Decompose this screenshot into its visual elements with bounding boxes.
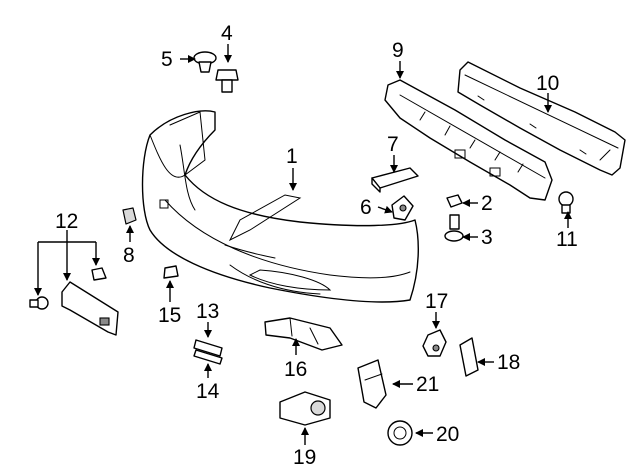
callout-11: 11 — [556, 228, 578, 251]
bolt-4-part[interactable] — [215, 69, 239, 93]
energy-absorber-part[interactable] — [384, 79, 553, 201]
bracket-6-part[interactable] — [391, 195, 414, 221]
callout-9: 9 — [392, 39, 404, 62]
clip-5-part[interactable] — [193, 51, 217, 73]
sensor-19-part[interactable] — [279, 391, 331, 426]
callout-7: 7 — [387, 133, 399, 156]
callout-2: 2 — [481, 192, 493, 215]
sensor-17-part[interactable] — [422, 329, 447, 357]
callout-labels: 1 2 3 4 5 6 7 8 9 10 11 12 13 14 15 16 1… — [55, 22, 578, 469]
callout-3: 3 — [481, 226, 493, 249]
callout-14: 14 — [196, 380, 220, 403]
bolt-11-part[interactable] — [558, 191, 574, 214]
callout-17: 17 — [425, 290, 448, 313]
callout-8: 8 — [123, 244, 135, 267]
callout-6: 6 — [360, 196, 372, 219]
bracket-16-part[interactable] — [264, 317, 343, 351]
callout-5: 5 — [161, 48, 173, 71]
clip-15-part[interactable] — [163, 265, 179, 279]
bumper-cover-part[interactable] — [141, 110, 419, 303]
callout-19: 19 — [293, 446, 316, 469]
callout-16: 16 — [284, 358, 307, 381]
clip-2-part[interactable] — [446, 194, 463, 208]
callout-15: 15 — [158, 304, 181, 327]
retainer-8-part[interactable] — [122, 207, 137, 225]
callout-20: 20 — [436, 423, 459, 446]
bolt-3-part[interactable] — [444, 214, 464, 242]
bracket-18-part[interactable] — [459, 337, 479, 377]
callout-10: 10 — [536, 72, 559, 95]
callout-13: 13 — [196, 300, 219, 323]
grommet-20-part[interactable] — [387, 420, 413, 446]
bracket-12-part[interactable] — [29, 267, 119, 336]
bracket-21-part[interactable] — [357, 359, 387, 409]
callout-21: 21 — [416, 373, 439, 396]
callout-12: 12 — [55, 210, 78, 233]
callout-18: 18 — [497, 351, 520, 374]
callout-4: 4 — [221, 22, 233, 45]
reinforcement-bar-part[interactable] — [457, 61, 626, 176]
bracket-7-part[interactable] — [371, 167, 419, 193]
callout-1: 1 — [286, 145, 298, 168]
bracket-13-14-part[interactable] — [193, 339, 223, 365]
leader-lines — [34, 44, 572, 445]
